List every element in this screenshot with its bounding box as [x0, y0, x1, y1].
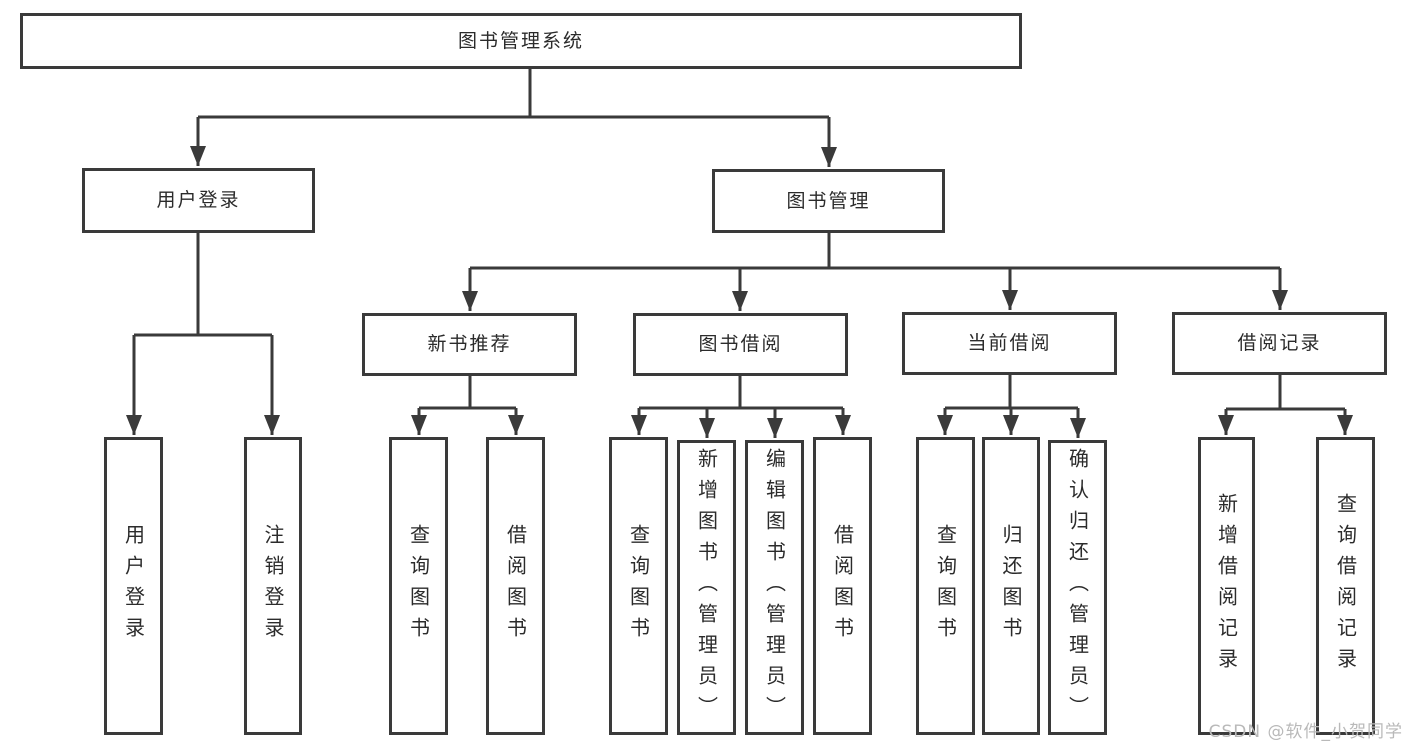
- leaf-borrow-borrow-books: 借阅图书: [813, 437, 872, 735]
- leaf-borrow-add-books-admin: 新增图书（管理员）: [677, 440, 736, 735]
- leaf-user-login-label: 用户登录: [121, 524, 146, 648]
- node-borrow-records: 借阅记录: [1172, 312, 1387, 375]
- leaf-current-return-books-label: 归还图书: [999, 524, 1023, 648]
- node-book-borrow-label: 图书借阅: [698, 333, 783, 355]
- node-root: 图书管理系统: [20, 13, 1022, 69]
- node-current-borrow: 当前借阅: [902, 312, 1117, 375]
- leaf-recommend-borrow-books-label: 借阅图书: [503, 524, 528, 648]
- leaf-borrow-edit-books-admin-label: 编辑图书（管理员）: [762, 448, 787, 727]
- leaf-logout: 注销登录: [244, 437, 302, 735]
- watermark: CSDN @软件_小贺同学: [1208, 722, 1403, 742]
- leaf-recommend-query-books: 查询图书: [389, 437, 448, 735]
- node-book-borrow: 图书借阅: [633, 313, 848, 376]
- node-borrow-records-label: 借阅记录: [1237, 332, 1322, 354]
- leaf-current-confirm-return-admin: 确认归还（管理员）: [1048, 440, 1107, 735]
- leaf-current-confirm-return-admin-label: 确认归还（管理员）: [1065, 448, 1090, 727]
- leaf-recommend-borrow-books: 借阅图书: [486, 437, 545, 735]
- leaf-recommend-query-books-label: 查询图书: [406, 524, 431, 648]
- leaf-borrow-edit-books-admin: 编辑图书（管理员）: [745, 440, 804, 735]
- node-user-login: 用户登录: [82, 168, 315, 233]
- leaf-records-query-record: 查询借阅记录: [1316, 437, 1375, 735]
- node-book-management-label: 图书管理: [786, 189, 871, 212]
- leaf-records-query-record-label: 查询借阅记录: [1333, 493, 1358, 679]
- leaf-borrow-borrow-books-label: 借阅图书: [830, 524, 855, 648]
- leaf-user-login: 用户登录: [104, 437, 163, 735]
- leaf-borrow-query-books-label: 查询图书: [626, 524, 651, 648]
- node-current-borrow-label: 当前借阅: [967, 332, 1052, 354]
- leaf-borrow-query-books: 查询图书: [609, 437, 668, 735]
- node-new-book-recommend-label: 新书推荐: [427, 333, 512, 355]
- node-book-management: 图书管理: [712, 169, 945, 233]
- node-root-label: 图书管理系统: [457, 29, 584, 52]
- leaf-logout-label: 注销登录: [261, 524, 285, 648]
- node-user-login-label: 用户登录: [156, 189, 241, 211]
- leaf-records-add-record: 新增借阅记录: [1198, 437, 1255, 735]
- leaf-current-return-books: 归还图书: [982, 437, 1040, 735]
- leaf-borrow-add-books-admin-label: 新增图书（管理员）: [694, 448, 719, 727]
- leaf-current-query-books-label: 查询图书: [933, 524, 958, 648]
- leaf-current-query-books: 查询图书: [916, 437, 975, 735]
- node-new-book-recommend: 新书推荐: [362, 313, 577, 376]
- leaf-records-add-record-label: 新增借阅记录: [1214, 493, 1239, 679]
